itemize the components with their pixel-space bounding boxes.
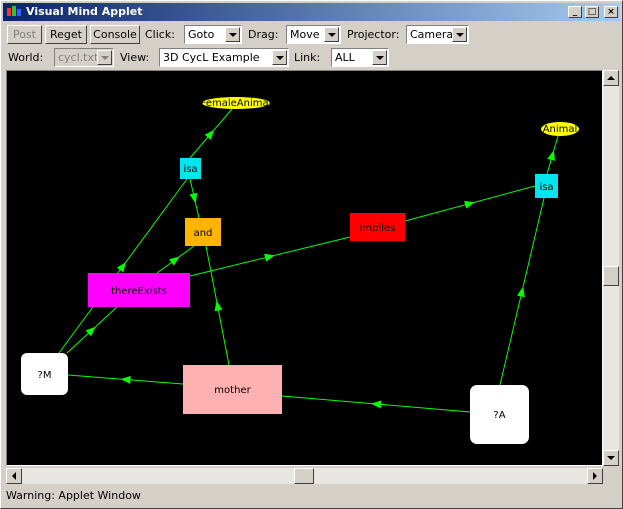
projector-label: Projector: <box>347 28 400 41</box>
node-female-animal-label: FemaleAnimal <box>201 98 272 109</box>
chevron-down-icon[interactable] <box>372 50 387 65</box>
edge-isa-right-to-animal-arrowhead <box>547 150 555 161</box>
node-isa-left[interactable]: isa <box>180 158 201 179</box>
edge-var-a-to-isa-right-arrowhead <box>516 286 525 298</box>
view-select[interactable]: 3D CycL Example <box>159 48 289 67</box>
drag-label: Drag: <box>248 28 279 41</box>
close-icon: × <box>607 7 615 17</box>
node-var-a[interactable]: ?A <box>470 385 529 444</box>
node-there-exists-label: thereExists <box>111 286 167 297</box>
edge-mother-to-var-m-arrowhead <box>120 375 131 384</box>
title-bar: Visual Mind Applet _ □ × <box>3 3 620 21</box>
node-var-m[interactable]: ?M <box>21 353 68 395</box>
node-and[interactable]: and <box>185 218 221 246</box>
chevron-down-icon[interactable] <box>225 27 240 42</box>
node-and-label: and <box>194 228 213 239</box>
node-implies-label: implies <box>360 223 396 234</box>
click-mode-select[interactable]: Goto <box>184 25 242 44</box>
world-value: cycl.txt <box>58 51 99 64</box>
node-there-exists[interactable]: thereExists <box>88 273 190 307</box>
drag-mode-select[interactable]: Move <box>286 25 341 44</box>
maximize-button[interactable]: □ <box>585 6 599 18</box>
reget-button[interactable]: Reget <box>45 25 87 44</box>
node-isa-right-label: isa <box>539 182 553 193</box>
edge-var-m-to-there-exists-arrowhead <box>85 326 96 337</box>
node-var-m-label: ?M <box>38 370 52 381</box>
close-button[interactable]: × <box>604 6 618 18</box>
node-animal[interactable]: Animal <box>541 122 579 136</box>
window-title: Visual Mind Applet <box>26 5 143 18</box>
chevron-down-icon[interactable] <box>452 27 467 42</box>
horizontal-scroll-thumb[interactable] <box>294 468 314 484</box>
node-mother-label: mother <box>214 385 251 396</box>
chevron-down-icon[interactable] <box>324 27 339 42</box>
maximize-icon: □ <box>587 7 597 17</box>
edge-there-exists-to-implies-arrowhead <box>264 253 275 262</box>
node-isa-right[interactable]: isa <box>535 174 558 198</box>
arrow-right-icon <box>593 472 597 480</box>
arrow-down-icon <box>607 456 615 460</box>
arrow-left-icon <box>12 472 16 480</box>
link-select[interactable]: ALL <box>331 48 389 67</box>
click-label: Click: <box>145 28 175 41</box>
scrollbar-corner <box>603 468 619 484</box>
link-value: ALL <box>335 51 355 64</box>
link-label: Link: <box>294 51 321 64</box>
node-animal-label: Animal <box>543 124 578 135</box>
graph-canvas[interactable]: FemaleAnimal Animal isa isa and implies <box>6 70 603 466</box>
toolbar-main: Post Reget Console Click: Goto Drag: Mov… <box>1 25 623 47</box>
drag-mode-value: Move <box>290 28 320 41</box>
scroll-down-button[interactable] <box>603 450 619 466</box>
world-select[interactable]: cycl.txt <box>54 48 114 67</box>
vertical-scrollbar[interactable] <box>603 70 619 466</box>
edge-implies-to-isa-right-arrowhead <box>464 200 475 209</box>
node-var-a-label: ?A <box>493 410 505 421</box>
java-applet-icon <box>7 6 21 16</box>
node-isa-left-label: isa <box>183 164 197 175</box>
edge-isa-left-to-female-animal-arrowhead <box>204 129 215 140</box>
scroll-left-button[interactable] <box>6 468 22 484</box>
node-implies[interactable]: implies <box>350 213 405 241</box>
view-label: View: <box>120 51 150 64</box>
arrow-up-icon <box>607 76 615 80</box>
console-button[interactable]: Console <box>90 25 140 44</box>
graph-edges <box>58 108 559 413</box>
world-label: World: <box>8 51 44 64</box>
scroll-up-button[interactable] <box>603 70 619 86</box>
projector-value: Camera <box>410 28 454 41</box>
edge-there-exists-to-and-arrowhead <box>169 256 180 266</box>
view-value: 3D CycL Example <box>163 51 260 64</box>
edge-isa-left-to-and-arrowhead <box>189 192 198 204</box>
status-bar: Warning: Applet Window <box>6 489 141 502</box>
node-mother[interactable]: mother <box>183 365 282 414</box>
post-button[interactable]: Post <box>7 25 42 44</box>
scroll-right-button[interactable] <box>587 468 603 484</box>
chevron-down-icon[interactable] <box>97 50 112 65</box>
edge-var-a-to-mother-arrowhead <box>371 400 382 409</box>
edge-mother-to-and-arrowhead <box>214 300 223 312</box>
minimize-icon: _ <box>572 7 578 17</box>
graph-svg[interactable]: FemaleAnimal Animal isa isa and implies <box>7 71 602 465</box>
chevron-down-icon[interactable] <box>272 50 287 65</box>
projector-select[interactable]: Camera <box>406 25 469 44</box>
minimize-button[interactable]: _ <box>568 6 582 18</box>
edge-var-m-to-isa-left-arrowhead <box>116 261 126 273</box>
click-mode-value: Goto <box>188 28 215 41</box>
toolbar-view: World: cycl.txt View: 3D CycL Example Li… <box>1 48 623 70</box>
vertical-scroll-thumb[interactable] <box>603 266 619 286</box>
horizontal-scrollbar[interactable] <box>6 468 603 484</box>
node-female-animal[interactable]: FemaleAnimal <box>201 97 272 109</box>
